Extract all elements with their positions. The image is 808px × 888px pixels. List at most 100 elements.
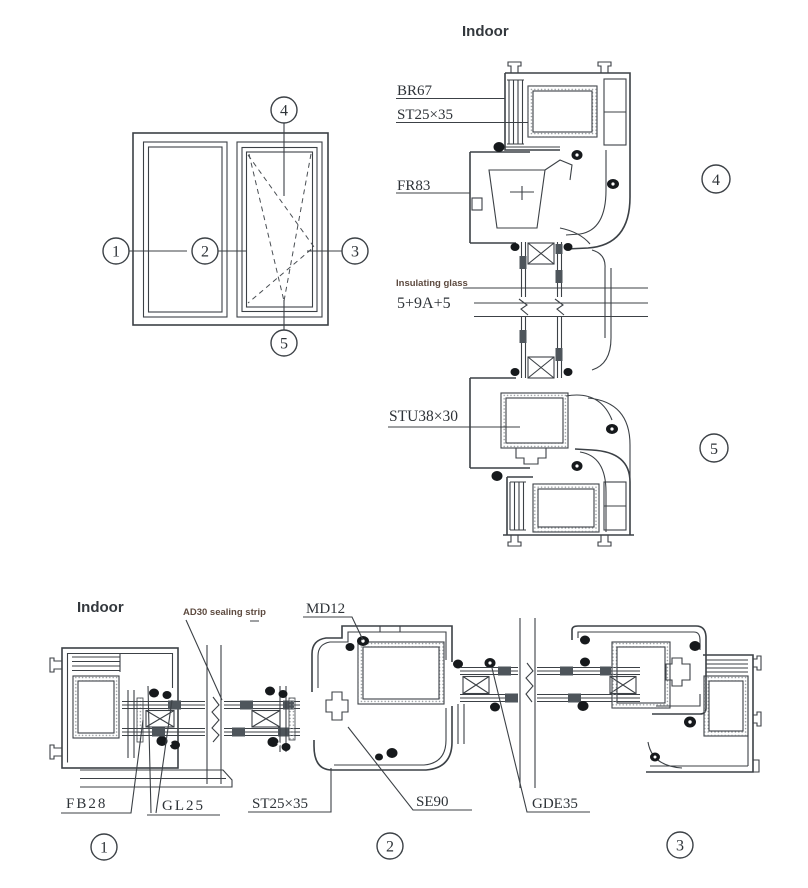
sash-outline [469,151,530,244]
gasket-screw [575,153,579,157]
callout-number-3: 3 [676,838,684,855]
steel-reinforcement-stipple [704,676,748,736]
sash-chamber-outer [357,641,445,705]
elevation-callout-4: 4 [270,96,298,196]
sash-top-profile [469,142,619,371]
fixing-feet [507,535,612,547]
callout-number-3: 3 [351,244,359,261]
glass-shading [498,666,511,676]
insulating-glass-unit-left [122,645,300,784]
elevation-callout-2: 2 [191,237,247,265]
gasket-screw [611,182,615,186]
sash-inner-line [577,631,701,707]
sash-bottom-profile [469,377,631,481]
steel-reinforcement-inner [77,680,115,734]
callout-circle [90,833,118,861]
gasket-screw [688,720,692,724]
break-lines [206,645,222,784]
break-squiggle [525,662,534,703]
sash-chamber-stipple [358,642,444,704]
glass-shading [555,348,563,361]
center-mullion-profile [265,625,496,771]
callout-number-4: 4 [280,103,288,120]
frame-sill-profile [503,448,634,547]
steel-reinforcement-outer [532,483,600,533]
sash-outdoor-face [591,249,612,371]
gasket-seal [265,686,275,696]
callout-circle [102,237,130,265]
steel-reinforcement-outer [527,85,598,138]
leader-md12 [303,616,364,641]
gasket-seal [580,657,590,667]
glazing-gasket [510,368,520,376]
callout-circle [701,164,731,194]
left-jamb-profile [49,647,233,788]
frame-leg-inner [579,451,607,532]
sash-inner-line [317,631,447,766]
spacer-bar [609,675,637,695]
sash-outline-upper [571,625,707,652]
hardware-channel [665,657,691,687]
glass-shading [568,693,581,703]
leader-st25x35-bottom [248,768,332,813]
gasket-seal [386,748,398,758]
spacer-cross [251,710,281,728]
label-fr83: FR83 [397,178,430,194]
callout-circle [270,329,298,357]
right-jamb-profile [571,625,762,773]
sash-chamber-inner [616,646,666,704]
frame-outline [646,654,754,773]
glass-shading [240,700,253,710]
label-br67: BR67 [397,83,433,99]
hardware-channel [325,691,349,721]
gasket-seal [490,702,500,712]
label-glass-spec: 5+9A+5 [397,295,451,312]
steel-reinforcement-stipple [533,484,599,532]
spacer-bar [527,242,555,265]
spacer-cross [527,356,555,379]
insulating-glass-unit-vertical [510,242,573,379]
spacer-cross [527,242,555,265]
fixing-tabs [507,61,612,73]
spacer-cross [145,710,175,728]
glass-shading [283,700,294,710]
glass-panes [520,242,563,378]
callout-circle [270,96,298,124]
steel-reinforcement-outer [72,675,120,739]
glass-shading [168,700,181,710]
steel-reinforcement-outer [703,675,749,737]
glass-shading [519,330,527,343]
spacer-cross [462,676,490,694]
elevation-callout-1: 1 [102,237,187,265]
break-squiggle [518,298,565,316]
leader-fb28 [61,719,144,814]
gasket-seal [170,740,180,750]
top-notches [379,626,401,632]
callout-number-1: 1 [100,840,108,857]
sash-pane-mid [241,146,318,313]
gasket-seal [689,641,701,651]
gasket-screw [361,639,365,643]
gasket-seal [580,635,590,645]
frame-ribs [72,653,121,672]
break-squiggle [211,696,220,743]
gasket-seal [149,688,159,698]
glazing-gasket [510,243,520,251]
tilt-opening-symbol [248,153,312,302]
section-callout-1: 1 [90,833,118,861]
spacer-bar [527,356,555,379]
section-callout-2: 2 [376,832,404,860]
indoor-label-top: Indoor [462,23,509,40]
gasket-seal [491,471,503,481]
leader-gde35 [491,667,590,813]
sash-chamber-stipple [612,642,670,708]
steel-reinforcement-inner [708,680,744,732]
leader-gl25 [147,685,220,816]
gasket-screw [277,742,281,746]
vertical-section: Indoor [388,23,731,547]
section-callout-4: 4 [701,164,731,194]
sash-outline-lower [313,706,453,771]
label-gde35: GDE35 [532,796,578,812]
